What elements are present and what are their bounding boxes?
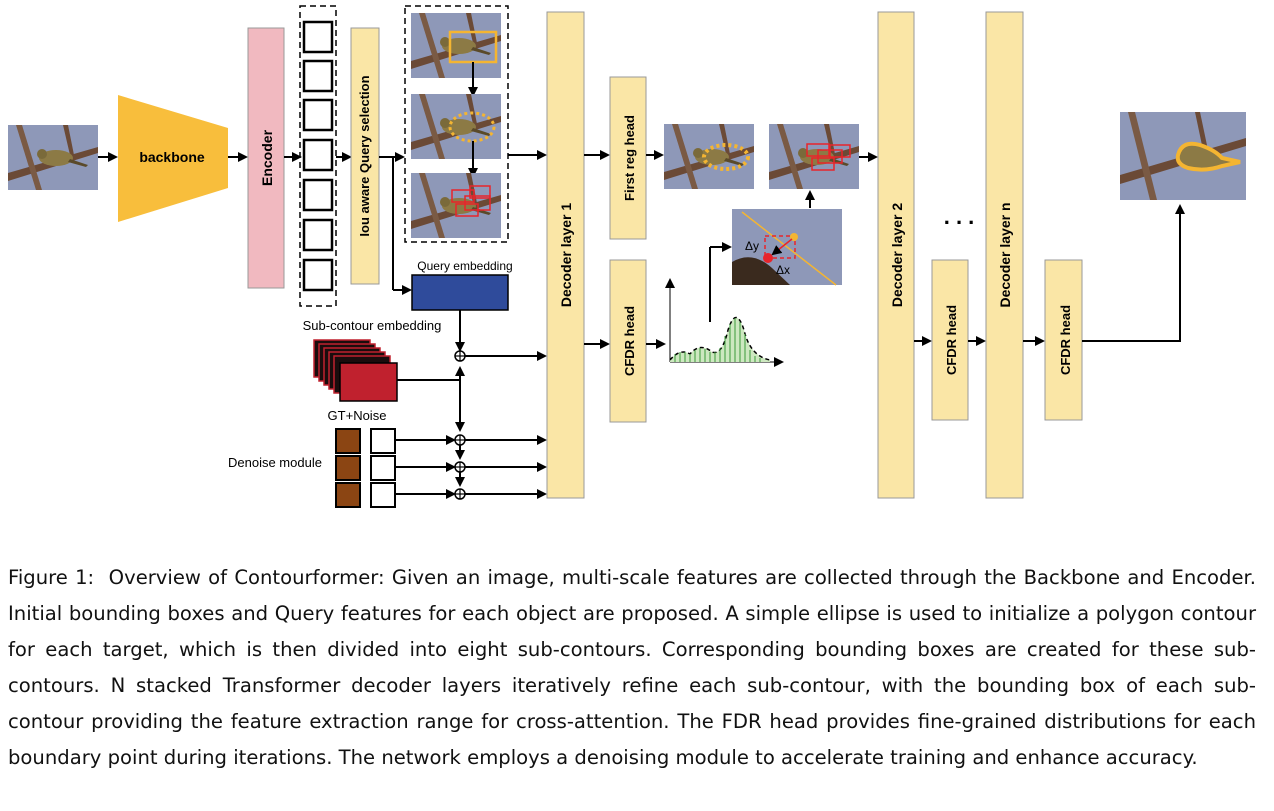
output-image (1120, 112, 1246, 200)
delta-x-label: Δx (776, 263, 790, 277)
decoder-layer-n: Decoder layer n (985, 11, 1024, 499)
refined-contour-image (664, 124, 754, 189)
sub-contour-boxes-image (769, 124, 859, 189)
decoder-layer-1-label: Decoder layer 1 (558, 203, 574, 307)
cfdr-head-2: CFDR head (931, 259, 969, 421)
backbone-label: backbone (139, 149, 205, 165)
cfdr-head-n-label: CFDR head (1058, 305, 1073, 375)
cfdr-head-2-label: CFDR head (944, 305, 959, 375)
sub-contour-embedding-stack: Sub-contour embedding GT+Noise (303, 318, 442, 423)
cfdr-head-n: CFDR head (1044, 259, 1083, 421)
decoder-layer-1: Decoder layer 1 (546, 11, 585, 499)
cfdr-head-1-label: CFDR head (622, 306, 637, 376)
query-selection-block: Iou aware Query selection (350, 27, 380, 285)
architecture-diagram: backbone Encoder Iou aware Query selecti… (8, 5, 1246, 508)
decoder-layer-n-label: Decoder layer n (997, 202, 1013, 307)
backbone-block: backbone (118, 95, 228, 222)
ellipsis-label: . . . (944, 204, 975, 229)
encoder-block: Encoder (247, 27, 285, 289)
figure-caption-text: Overview of Contourformer: Given an imag… (8, 566, 1256, 769)
offset-zoom-image: Δy Δx (732, 209, 842, 286)
first-reg-head: First reg head (609, 76, 647, 240)
sub-contour-embedding-label: Sub-contour embedding (303, 318, 442, 333)
query-selection-label: Iou aware Query selection (357, 75, 372, 236)
figure-caption: Figure 1: Overview of Contourformer: Giv… (8, 560, 1256, 776)
gt-noise-label: GT+Noise (328, 408, 387, 423)
denoise-module-label: Denoise module (228, 455, 322, 470)
contour-init-images (404, 5, 509, 243)
encoder-label: Encoder (259, 129, 275, 186)
denoise-module: Denoise module (228, 428, 396, 508)
input-image (8, 125, 98, 190)
decoder-layer-2-label: Decoder layer 2 (889, 203, 905, 307)
decoder-layer-2: Decoder layer 2 (877, 11, 915, 499)
token-column (299, 5, 337, 307)
delta-y-label: Δy (745, 239, 759, 253)
query-embedding-label: Query embedding (417, 259, 512, 273)
query-embedding-block: Query embedding (411, 259, 513, 311)
figure-label: Figure 1: (8, 566, 95, 589)
first-reg-head-label: First reg head (622, 115, 637, 201)
cfdr-head-1: CFDR head (609, 259, 647, 423)
distribution-plot (665, 278, 784, 367)
